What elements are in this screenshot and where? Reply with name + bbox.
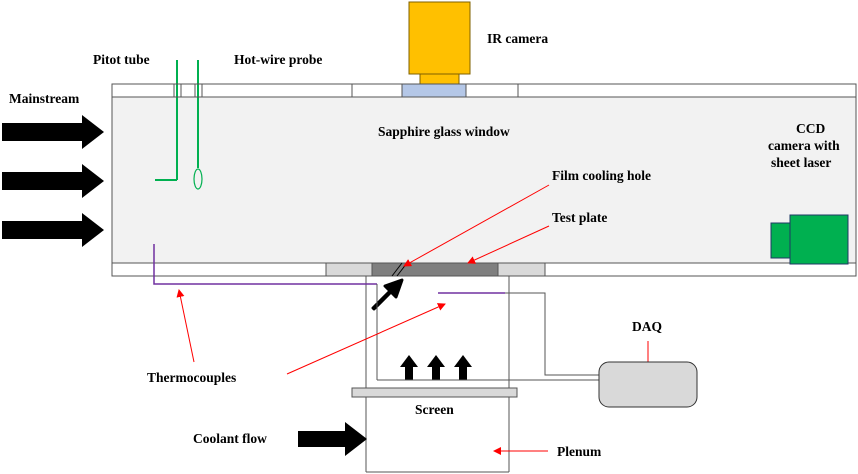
test-plate-label: Test plate (552, 210, 607, 225)
thermocouple-mainstream (153, 244, 377, 285)
ir-camera-label: IR camera (487, 31, 548, 46)
daq-label: DAQ (632, 319, 662, 334)
film-cooling-hole-label: Film cooling hole (552, 168, 651, 183)
thermocouple-coolant-lead (505, 292, 600, 376)
hot-wire-port (194, 83, 203, 98)
sapphire-window-label: Sapphire glass window (378, 124, 510, 139)
coolant-up-arrow-1 (400, 355, 418, 380)
coolant-up-arrow-3 (454, 355, 472, 380)
thermocouples-pointer-1 (176, 289, 195, 363)
test-section-channel (111, 96, 857, 264)
coolant-flow-arrow (298, 422, 367, 456)
thermocouples-pointer-2 (286, 303, 446, 375)
plate-insert-right (497, 262, 546, 277)
hot-wire-probe-label: Hot-wire probe (234, 52, 322, 67)
hot-wire-probe-tip (193, 168, 203, 190)
daq-box (598, 361, 698, 408)
thermocouples-label: Thermocouples (147, 370, 236, 385)
test-plate (371, 262, 499, 277)
ccd-camera-body (789, 214, 849, 265)
screen (351, 387, 518, 398)
ccd-label-line1: CCD (796, 121, 825, 136)
pitot-port (173, 83, 182, 98)
ccd-label-line3: sheet laser (771, 155, 831, 170)
ir-camera-lens (419, 73, 460, 85)
mainstream-arrow-1 (2, 115, 104, 149)
film-cooling-hole-pointer (403, 184, 550, 267)
screen-label: Screen (415, 402, 454, 417)
coolant-flow-label: Coolant flow (193, 431, 267, 446)
ccd-label-line2: camera with (768, 138, 840, 153)
plate-insert-left (325, 262, 373, 277)
plenum-label: Plenum (557, 444, 602, 459)
mainstream-arrow-3 (2, 213, 104, 247)
test-plate-pointer (467, 225, 550, 264)
ccd-camera-lens (770, 222, 791, 259)
ir-window-insert (401, 83, 467, 98)
pitot-tube-label: Pitot tube (93, 52, 150, 67)
mainstream-label: Mainstream (9, 91, 80, 106)
ir-camera-body (408, 1, 471, 75)
film-cooling-hole-line-1 (391, 262, 403, 277)
mainstream-arrow-2 (2, 164, 104, 198)
coolant-up-arrow-2 (427, 355, 445, 380)
channel-top-wall (111, 83, 857, 98)
